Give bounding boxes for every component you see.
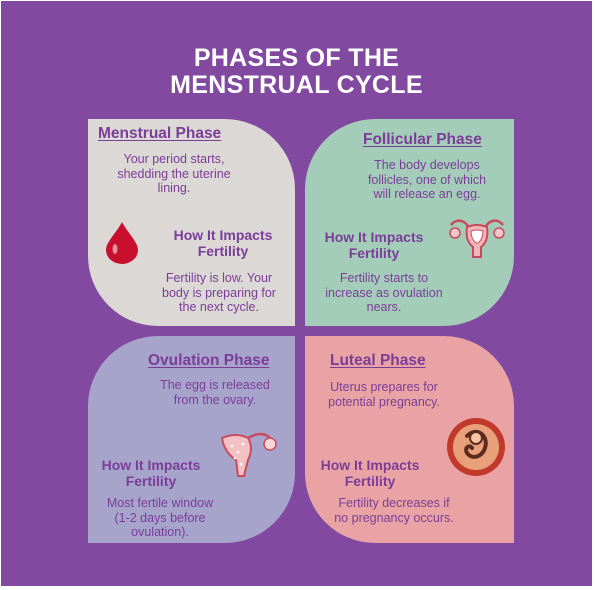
impact-heading-line: Fertility [197,243,249,259]
follicular-phase-panel: Follicular Phase The body develops folli… [305,119,514,326]
follicular-phase-description: The body develops follicles, one of whic… [347,158,507,202]
uterus-icon [449,219,505,258]
menstrual-impact-text: Fertility is low. Your body is preparing… [148,271,290,315]
embryo-icon [447,418,505,476]
description-line: will release an egg. [373,187,481,201]
ovulation-phase-heading: Ovulation Phase [148,352,270,369]
description-line: follicles, one of which [367,172,487,187]
impact-line: nears. [366,300,402,314]
ovulation-phase-description: The egg is released from the ovary. [140,378,290,407]
description-line: potential pregnancy. [328,394,440,409]
description-line: Uterus prepares for [330,380,438,394]
ovulation-impact-text: Most fertile window (1-2 days before ovu… [92,496,228,540]
impact-line: body is preparing for [162,285,276,300]
description-line: The body develops [374,158,480,172]
description-line: from the ovary. [173,392,257,407]
menstrual-phase-heading: Menstrual Phase [98,125,222,142]
impact-heading-line: Fertility [348,245,400,261]
menstrual-phase-description: Your period starts, shedding the uterine… [88,152,260,196]
ovulation-impact-heading: How It Impacts Fertility [88,457,214,489]
impact-heading-line: Fertility [125,473,177,489]
menstrual-impact-heading: How It Impacts Fertility [158,227,288,259]
luteal-phase-description: Uterus prepares for potential pregnancy. [309,380,459,409]
impact-line: (1-2 days before [114,510,206,525]
impact-line: no pregnancy occurs. [334,510,454,525]
description-line: lining. [157,181,191,195]
luteal-phase-panel: Luteal Phase Uterus prepares for potenti… [305,336,514,543]
page-title-line-2: MENSTRUAL CYCLE [170,71,423,99]
description-line: Your period starts, [123,152,225,166]
impact-line: Fertility starts to [339,271,429,285]
impact-line: ovulation). [131,525,189,539]
impact-line: the next cycle. [179,300,259,314]
blood-drop-icon [106,222,138,264]
impact-line: Fertility is low. Your [165,271,273,285]
follicular-impact-text: Fertility starts to increase as ovulatio… [313,271,455,315]
impact-line: Most fertile window [106,496,214,510]
ovary-icon [220,432,277,477]
impact-heading-line: How It Impacts [173,227,273,243]
luteal-phase-heading: Luteal Phase [330,352,426,369]
description-line: shedding the uterine [117,166,231,181]
description-line: The egg is released [160,378,270,392]
follicular-impact-heading: How It Impacts Fertility [311,229,437,261]
ovulation-phase-panel: Ovulation Phase The egg is released from… [88,336,295,543]
impact-heading-line: Fertility [344,473,396,489]
follicular-phase-heading: Follicular Phase [363,131,482,148]
impact-line: increase as ovulation [325,285,443,300]
menstrual-phase-panel: Menstrual Phase Your period starts, shed… [88,119,295,326]
impact-heading-line: How It Impacts [324,229,424,245]
luteal-impact-heading: How It Impacts Fertility [307,457,433,489]
luteal-impact-text: Fertility decreases if no pregnancy occu… [319,496,469,525]
impact-heading-line: How It Impacts [320,457,420,473]
impact-line: Fertility decreases if [338,496,450,510]
impact-heading-line: How It Impacts [101,457,201,473]
page-title-line-1: PHASES OF THE [193,44,400,72]
